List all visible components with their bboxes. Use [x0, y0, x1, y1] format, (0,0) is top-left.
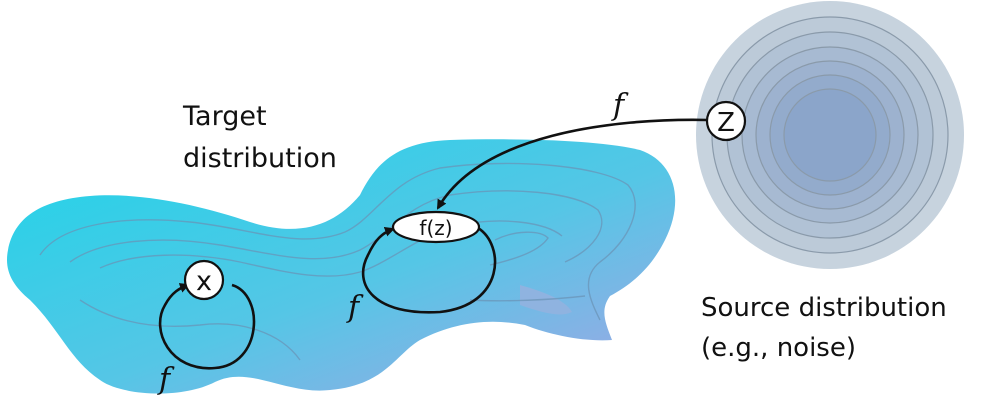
target-distribution-shape: [6, 139, 676, 394]
function-label-top: f: [613, 88, 625, 123]
target-label-line1: Target: [183, 101, 267, 132]
source-label-line1: Source distribution: [701, 293, 947, 323]
node-x: x: [183, 259, 225, 301]
node-z: Z: [705, 100, 747, 142]
source-label-line2: (e.g., noise): [701, 333, 856, 363]
node-z-label: Z: [717, 108, 735, 138]
mapping-arrow-z-to-fz: [436, 118, 709, 210]
loop-arrow-fz: [361, 226, 497, 314]
source-distribution-rings: [696, 1, 964, 269]
node-fz-label: f(z): [419, 216, 452, 240]
function-label-bottom: f: [159, 362, 171, 397]
target-distribution-label: Target distribution: [183, 96, 337, 180]
node-x-label: x: [196, 266, 212, 297]
source-distribution-label: Source distribution (e.g., noise): [701, 288, 947, 368]
target-label-line2: distribution: [183, 143, 337, 174]
loop-arrow-x: [158, 283, 256, 370]
node-fz: f(z): [391, 210, 481, 244]
function-label-middle: f: [348, 290, 360, 325]
